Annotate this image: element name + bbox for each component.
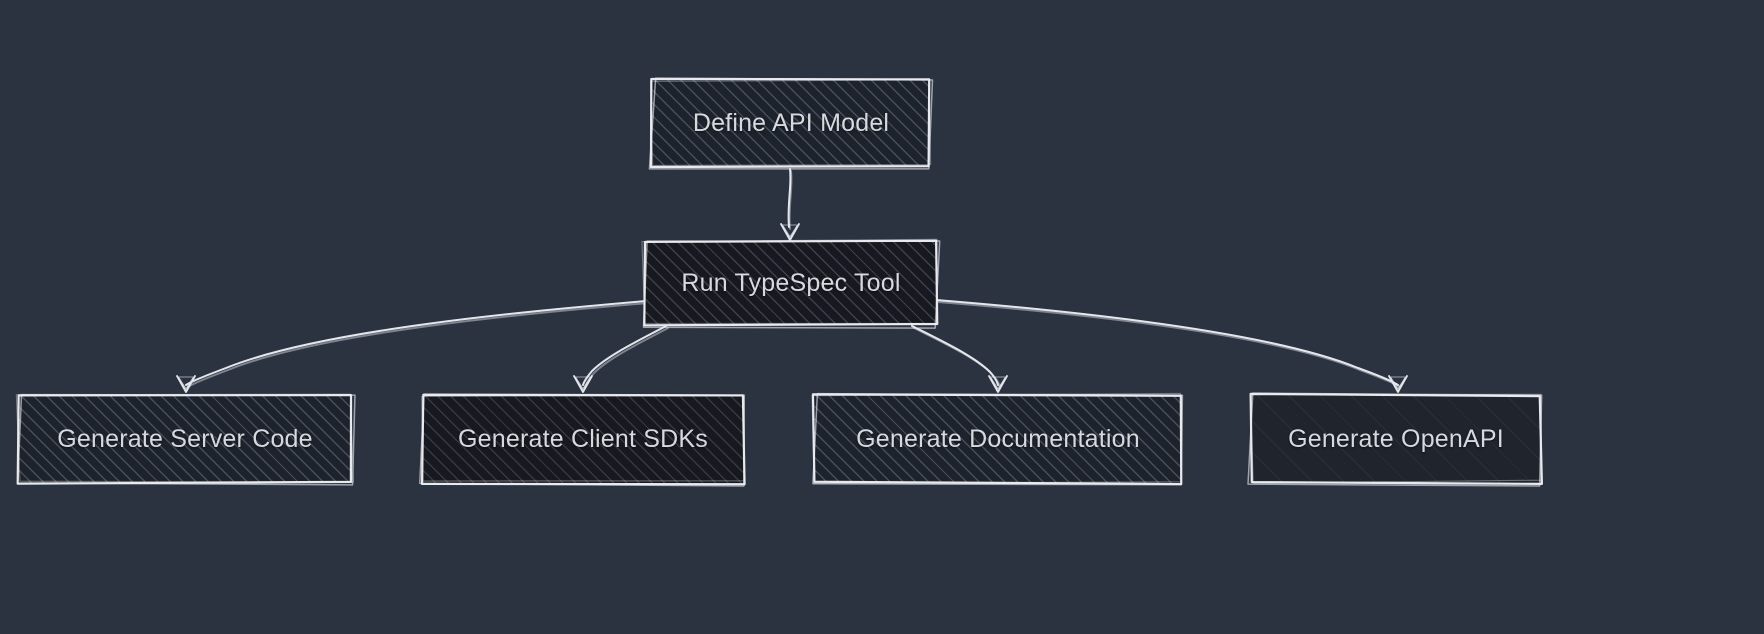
node-generate-documentation[interactable]: Generate Documentation	[811, 392, 1184, 486]
node-fill	[645, 241, 937, 325]
node-label: Run TypeSpec Tool	[681, 268, 901, 297]
edge-run-to-server-code	[176, 300, 649, 393]
node-label: Generate Documentation	[856, 424, 1140, 453]
node-frame	[811, 392, 1184, 486]
edge-run-to-openapi	[935, 299, 1408, 393]
node-frame	[648, 77, 934, 170]
node-define-api-model[interactable]: Define API Model	[648, 77, 934, 170]
node-fill	[422, 395, 744, 483]
node-frame	[419, 393, 746, 487]
node-frame	[15, 393, 356, 486]
node-label: Generate OpenAPI	[1288, 424, 1504, 453]
node-fill	[652, 80, 930, 167]
edge-define-to-run	[780, 168, 800, 241]
node-generate-openapi[interactable]: Generate OpenAPI	[1247, 392, 1543, 487]
node-frame	[1247, 392, 1543, 487]
node-label: Define API Model	[692, 109, 890, 137]
edge-run-to-documentation	[911, 325, 1008, 393]
node-fill	[814, 395, 1182, 483]
edge-run-to-client-sdks	[573, 325, 669, 393]
node-run-typespec-tool[interactable]: Run TypeSpec Tool	[641, 238, 941, 329]
node-fill	[1251, 395, 1541, 483]
node-label: Generate Server Code	[57, 424, 313, 453]
node-generate-server-code[interactable]: Generate Server Code	[15, 393, 356, 486]
node-generate-client-sdks[interactable]: Generate Client SDKs	[419, 393, 746, 487]
node-fill	[18, 395, 352, 483]
node-label: Generate Client SDKs	[458, 424, 708, 453]
